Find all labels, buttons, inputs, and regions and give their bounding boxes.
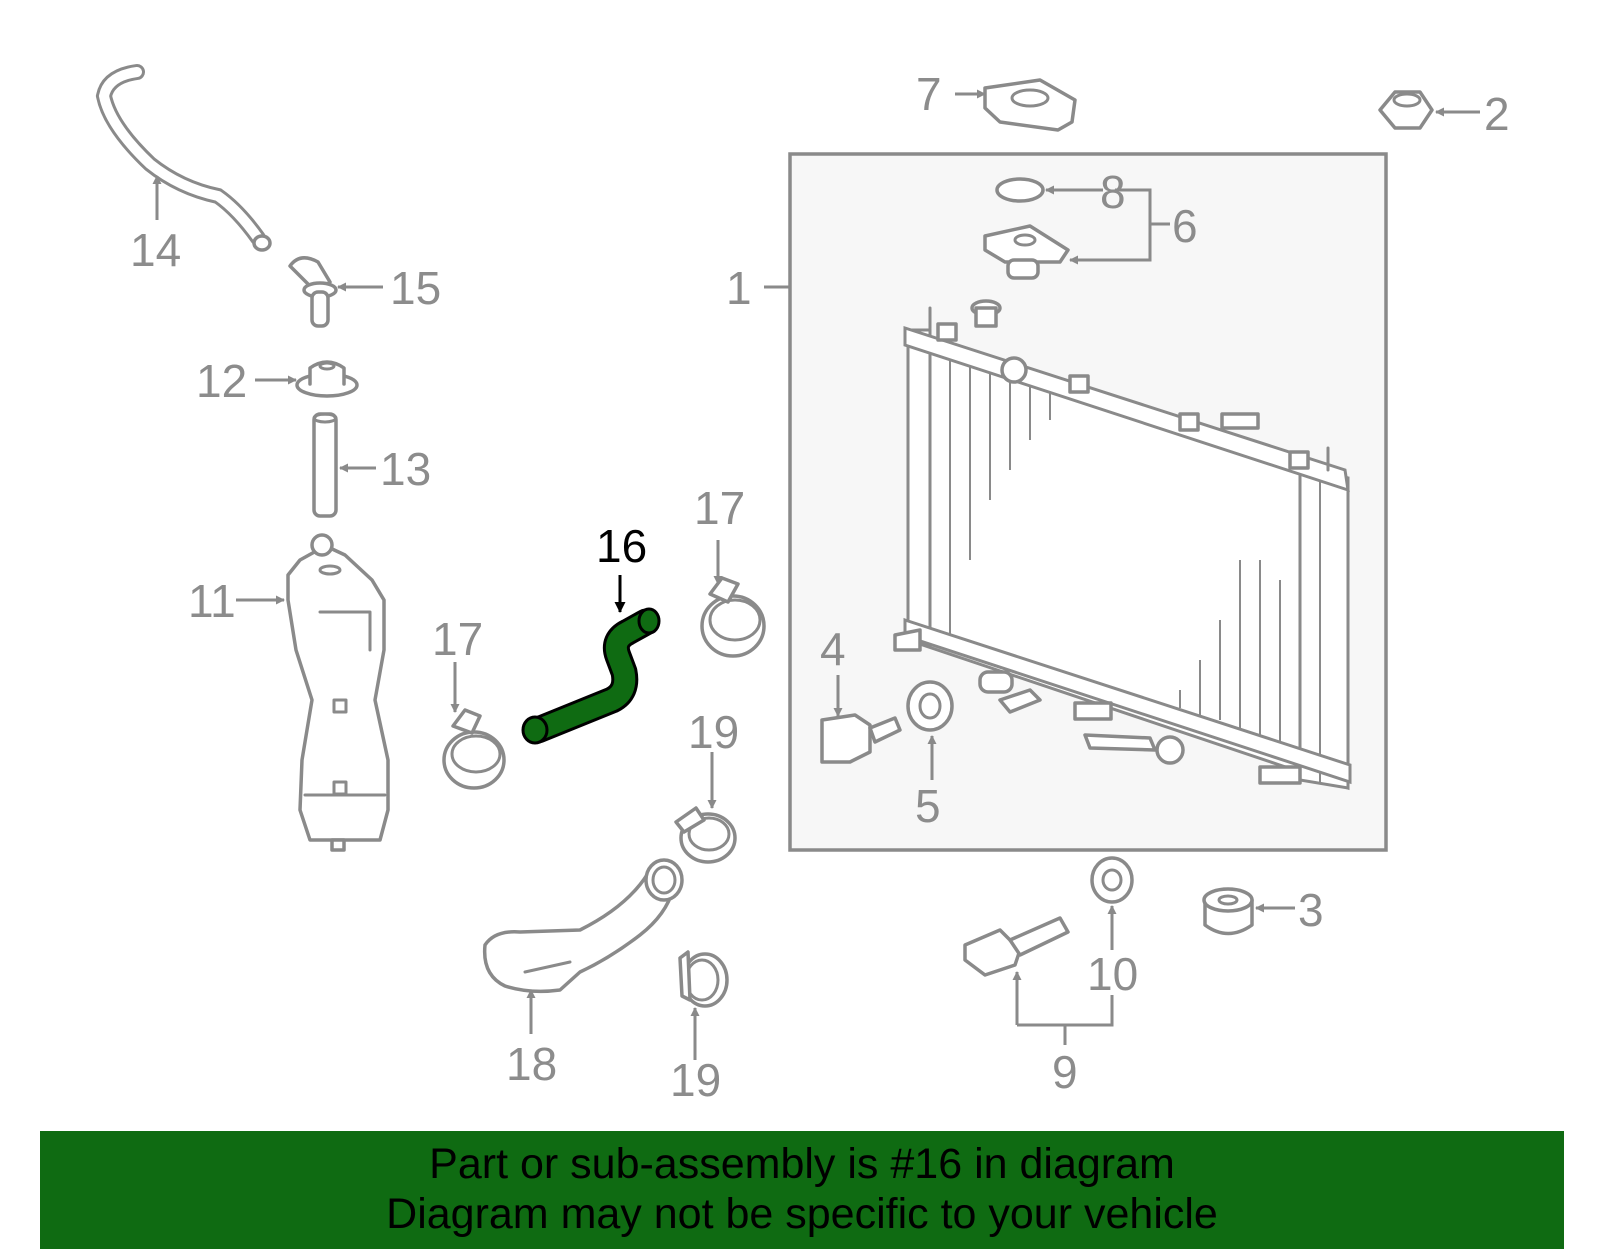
part-19-clamp-lower[interactable] — [678, 950, 729, 1008]
part-7-cap-plate[interactable] — [983, 78, 1077, 132]
label-16-highlighted: 16 — [596, 520, 647, 572]
label-18: 18 — [506, 1038, 557, 1090]
label-5: 5 — [915, 780, 941, 832]
banner-line-1: Part or sub-assembly is #16 in diagram — [429, 1140, 1175, 1188]
part-11-reservoir[interactable] — [286, 533, 390, 852]
part-17-clamp-left[interactable] — [442, 708, 506, 790]
part-18-lower-hose[interactable] — [482, 858, 684, 994]
label-19-upper: 19 — [688, 706, 739, 758]
part-3-mount[interactable] — [1202, 887, 1254, 936]
part-17-clamp-right[interactable] — [700, 576, 766, 658]
part-2-nut[interactable] — [1378, 90, 1434, 130]
part-6-radiator-cap[interactable] — [983, 224, 1070, 280]
label-7: 7 — [916, 68, 942, 120]
part-14-overflow-hose[interactable] — [95, 64, 272, 252]
info-banner: Part or sub-assembly is #16 in diagram D… — [40, 1131, 1564, 1249]
radiator-core-drawing — [893, 299, 1352, 791]
part-16-upper-hose[interactable] — [521, 607, 661, 745]
part-13-tube[interactable] — [312, 412, 338, 518]
label-17-right: 17 — [694, 482, 745, 534]
label-2: 2 — [1484, 88, 1510, 140]
label-9: 9 — [1052, 1046, 1078, 1098]
label-8: 8 — [1100, 166, 1126, 218]
radiator-assembly[interactable] — [788, 152, 1388, 852]
part-8-o-ring[interactable] — [995, 177, 1045, 203]
label-3: 3 — [1298, 884, 1324, 936]
label-14: 14 — [130, 224, 181, 276]
label-17-left: 17 — [432, 613, 483, 665]
label-6: 6 — [1172, 200, 1198, 252]
part-9-temp-sensor[interactable] — [963, 916, 1070, 977]
part-19-clamp-upper[interactable] — [674, 806, 737, 864]
label-13: 13 — [380, 443, 431, 495]
banner-line-2: Diagram may not be specific to your vehi… — [386, 1190, 1218, 1238]
label-11: 11 — [188, 575, 236, 627]
callout-lines — [152, 89, 1480, 1060]
parts-diagram: 7 2 8 6 1 4 5 10 3 9 14 15 12 13 11 17 1… — [95, 64, 1510, 1106]
label-19-lower: 19 — [670, 1054, 721, 1106]
part-12-cap[interactable] — [295, 360, 359, 398]
label-4: 4 — [820, 623, 846, 675]
part-4-sensor[interactable] — [820, 713, 902, 764]
label-12: 12 — [196, 355, 247, 407]
part-5-bushing[interactable] — [906, 680, 954, 732]
label-15: 15 — [390, 262, 441, 314]
label-1: 1 — [726, 262, 752, 314]
label-10: 10 — [1087, 948, 1138, 1000]
part-10-bushing[interactable] — [1090, 856, 1134, 904]
part-15-fitting[interactable] — [288, 256, 338, 328]
